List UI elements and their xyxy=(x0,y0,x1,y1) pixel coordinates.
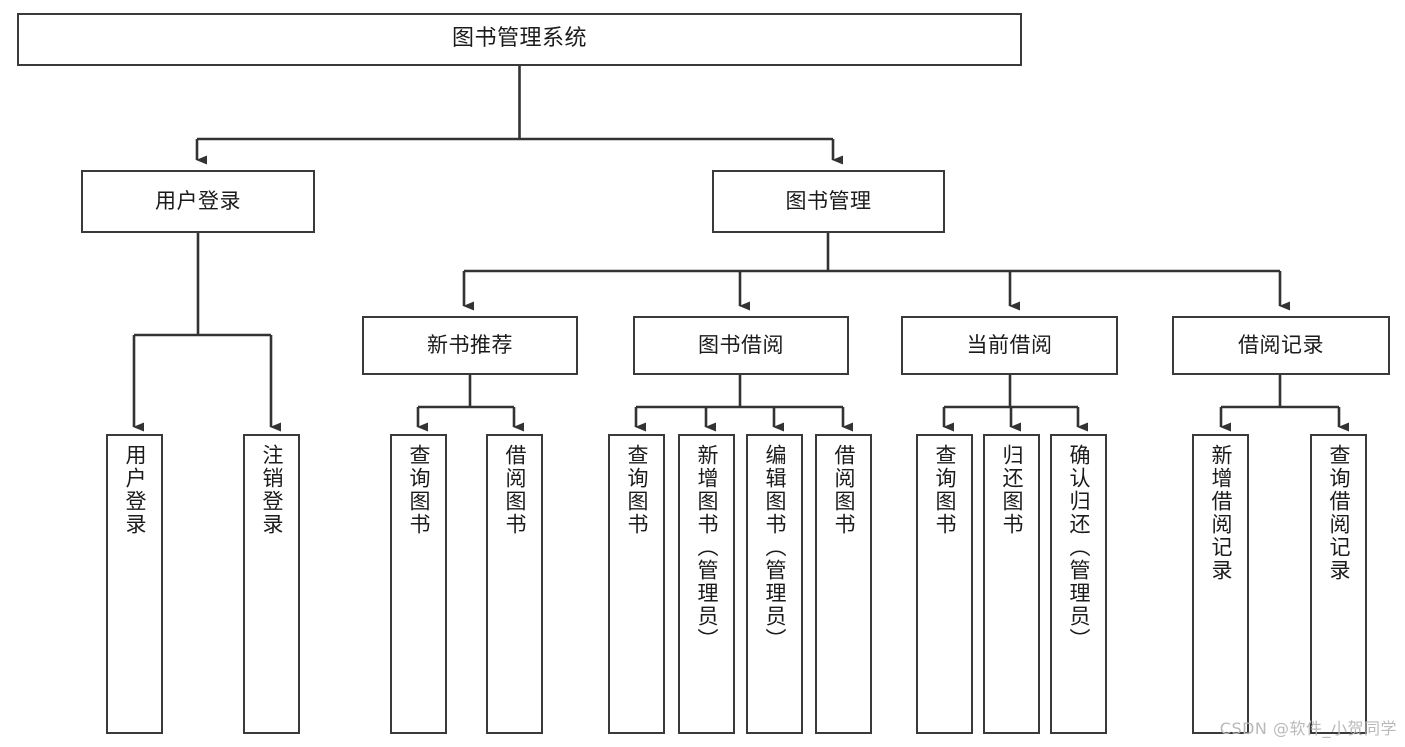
node-label: 图书管理 xyxy=(785,188,872,213)
node-label: 注销登录 xyxy=(260,444,284,536)
leaf-new-book-query-book[interactable]: 查询图书 xyxy=(390,434,447,734)
node-label: 查询图书 xyxy=(933,444,957,536)
node-label: 新增图书（管理员） xyxy=(695,444,719,651)
node-label: 图书管理系统 xyxy=(451,26,587,52)
node-user-login[interactable]: 用户登录 xyxy=(81,170,315,233)
node-label: 编辑图书（管理员） xyxy=(763,444,787,651)
leaf-current-borrow-confirm-return-admin[interactable]: 确认归还（管理员） xyxy=(1050,434,1107,734)
node-label: 用户登录 xyxy=(155,188,241,213)
node-label: 查询图书 xyxy=(625,444,649,536)
node-label: 当前借阅 xyxy=(966,332,1053,357)
leaf-current-borrow-return-book[interactable]: 归还图书 xyxy=(983,434,1040,734)
node-root-book-management-system[interactable]: 图书管理系统 xyxy=(17,13,1022,66)
node-label: 借阅记录 xyxy=(1238,332,1324,357)
leaf-borrow-record-query-record[interactable]: 查询借阅记录 xyxy=(1310,434,1367,734)
leaf-book-borrow-add-book-admin[interactable]: 新增图书（管理员） xyxy=(678,434,735,734)
node-label: 查询图书 xyxy=(407,444,431,536)
node-label: 新增借阅记录 xyxy=(1209,444,1233,582)
leaf-book-borrow-query-book[interactable]: 查询图书 xyxy=(608,434,665,734)
node-label: 借阅图书 xyxy=(832,444,856,536)
node-new-book-recommend[interactable]: 新书推荐 xyxy=(362,316,578,375)
node-borrow-record[interactable]: 借阅记录 xyxy=(1172,316,1390,375)
leaf-borrow-record-add-record[interactable]: 新增借阅记录 xyxy=(1192,434,1249,734)
node-book-borrow[interactable]: 图书借阅 xyxy=(633,316,849,375)
csdn-watermark: CSDN @软件_小贺同学 xyxy=(1219,719,1397,738)
node-current-borrow[interactable]: 当前借阅 xyxy=(901,316,1118,375)
leaf-user-login-logout[interactable]: 注销登录 xyxy=(243,434,300,734)
node-label: 查询借阅记录 xyxy=(1327,444,1351,582)
leaf-book-borrow-edit-book-admin[interactable]: 编辑图书（管理员） xyxy=(746,434,803,734)
leaf-book-borrow-borrow-book[interactable]: 借阅图书 xyxy=(815,434,872,734)
node-label: 用户登录 xyxy=(123,444,147,536)
leaf-current-borrow-query-book[interactable]: 查询图书 xyxy=(916,434,973,734)
node-label: 确认归还（管理员） xyxy=(1067,444,1091,651)
leaf-user-login-login[interactable]: 用户登录 xyxy=(106,434,163,734)
node-label: 图书借阅 xyxy=(698,332,784,357)
leaf-new-book-borrow-book[interactable]: 借阅图书 xyxy=(486,434,543,734)
node-label: 新书推荐 xyxy=(427,332,513,357)
node-book-management[interactable]: 图书管理 xyxy=(712,170,945,233)
node-label: 归还图书 xyxy=(1000,444,1024,536)
node-label: 借阅图书 xyxy=(503,444,527,536)
